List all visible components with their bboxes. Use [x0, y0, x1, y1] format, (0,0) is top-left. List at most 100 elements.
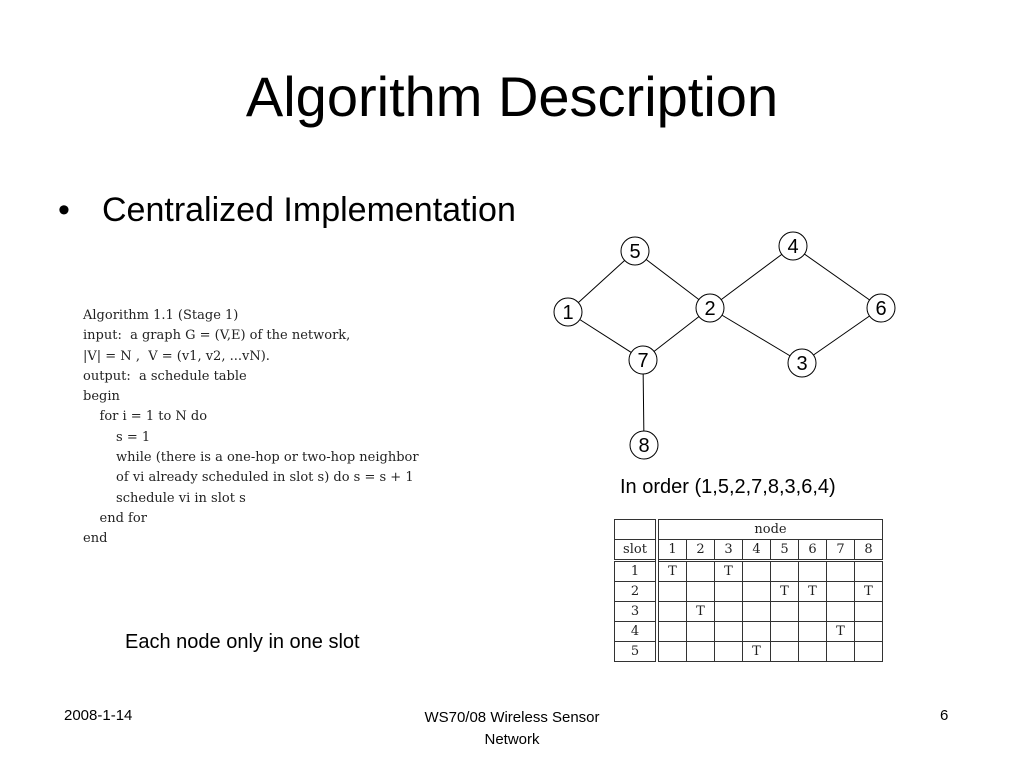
- graph-node-circle: [628, 345, 658, 375]
- graph-node-circle: [778, 231, 808, 261]
- table-node-column-header: 4: [742, 539, 771, 562]
- table-cell: T: [686, 601, 715, 622]
- table-cell: [854, 560, 883, 582]
- graph-node-label: 1: [562, 302, 573, 324]
- graph-node-circle: [866, 293, 896, 323]
- graph-node-circle: [620, 236, 650, 266]
- network-graph: 1 2 3 4 5 6 7 8: [553, 231, 896, 460]
- table-cell: [656, 601, 687, 622]
- table-cell: [686, 621, 715, 642]
- graph-edge: [801, 307, 882, 364]
- slot-note: Each node only in one slot: [125, 631, 360, 653]
- table-cell: T: [714, 560, 743, 582]
- graph-node-label: 5: [629, 241, 640, 263]
- algorithm-line: for i = 1 to N do: [83, 409, 208, 425]
- algorithm-line: input: a graph G = (V,E) of the network,: [83, 328, 351, 344]
- footer-date: 2008-1-14: [64, 707, 133, 724]
- graph-node-5: 5: [620, 236, 650, 266]
- algorithm-line: end: [83, 531, 108, 547]
- graph-node-circle: [695, 293, 725, 323]
- footer-page-number: 6: [940, 707, 949, 724]
- table-cell: T: [798, 581, 827, 602]
- table-cell: [714, 641, 743, 662]
- table-node-column-header: 6: [798, 539, 827, 562]
- bullet-item: • Centralized Implementation: [58, 188, 516, 232]
- table-corner: [614, 519, 659, 540]
- table-slot-header: slot: [614, 539, 659, 562]
- table-slot-cell: 2: [614, 581, 659, 602]
- graph-node-1: 1: [553, 297, 583, 327]
- table-cell: [854, 641, 883, 662]
- table-cell: T: [854, 581, 883, 602]
- table-cell: [714, 621, 743, 642]
- table-cell: [854, 601, 883, 622]
- algorithm-line: s = 1: [83, 429, 151, 445]
- table-cell: [656, 581, 687, 602]
- table-cell: [826, 641, 855, 662]
- table-cell: [742, 581, 771, 602]
- table-cell: T: [656, 560, 687, 582]
- footer-course-line: Network: [484, 731, 540, 748]
- algorithm-line: Algorithm 1.1 (Stage 1): [83, 308, 239, 323]
- order-caption: In order (1,5,2,7,8,3,6,4): [620, 476, 836, 498]
- table-cell: [656, 641, 687, 662]
- graph-node-circle: [787, 348, 817, 378]
- table-cell: T: [770, 581, 799, 602]
- table-cell: [798, 560, 827, 582]
- table-cell: [770, 621, 799, 642]
- table-cell: [826, 601, 855, 622]
- algorithm-line: begin: [83, 389, 120, 405]
- table-cell: [686, 560, 715, 582]
- table-slot-cell: 5: [614, 641, 659, 662]
- graph-node-label: 4: [787, 236, 798, 258]
- table-cell: [770, 601, 799, 622]
- graph-edge: [792, 245, 882, 309]
- table-cell: T: [742, 641, 771, 662]
- table-cell: [742, 601, 771, 622]
- table-slot-cell: 3: [614, 601, 659, 622]
- table-node-column-header: 2: [686, 539, 715, 562]
- algorithm-line: |V| = N , V = (v1, v2, ...vN).: [83, 348, 270, 364]
- graph-node-6: 6: [866, 293, 896, 323]
- table-cell: [854, 621, 883, 642]
- table-slot-cell: 4: [614, 621, 659, 642]
- table-slot-cell: 1: [614, 560, 659, 582]
- graph-node-circle: [553, 297, 583, 327]
- bullet-dot: •: [58, 191, 70, 229]
- algorithm-line: output: a schedule table: [83, 368, 247, 384]
- graph-node-label: 3: [796, 353, 807, 375]
- graph-node-label: 2: [704, 298, 715, 320]
- graph-edge: [709, 245, 794, 309]
- table-cell: [798, 601, 827, 622]
- graph-edge: [567, 311, 644, 361]
- slide-title: Algorithm Description: [245, 65, 779, 128]
- table-cell: [770, 560, 799, 582]
- table-cell: [742, 621, 771, 642]
- table-cell: [742, 560, 771, 582]
- bullet-text: Centralized Implementation: [102, 191, 516, 229]
- graph-node-circle: [629, 430, 659, 460]
- table-cell: [714, 581, 743, 602]
- graph-edge: [709, 307, 803, 364]
- table-node-column-header: 7: [826, 539, 855, 562]
- table-node-column-header: 8: [854, 539, 883, 562]
- table-cell: [770, 641, 799, 662]
- algorithm-line: of vi already scheduled in slot s) do s …: [83, 470, 414, 486]
- table-node-column-header: 1: [656, 539, 687, 562]
- table-cell: [686, 581, 715, 602]
- graph-edge: [634, 250, 711, 309]
- table-node-column-header: 3: [714, 539, 743, 562]
- table-cell: [686, 641, 715, 662]
- algorithm-listing: Algorithm 1.1 (Stage 1) input: a graph G…: [83, 306, 553, 550]
- table-cell: [714, 601, 743, 622]
- graph-node-7: 7: [628, 345, 658, 375]
- algorithm-line: end for: [83, 510, 147, 526]
- footer-course: WS70/08 Wireless Sensor Network: [392, 707, 632, 751]
- graph-node-8: 8: [629, 430, 659, 460]
- graph-edge: [567, 250, 636, 313]
